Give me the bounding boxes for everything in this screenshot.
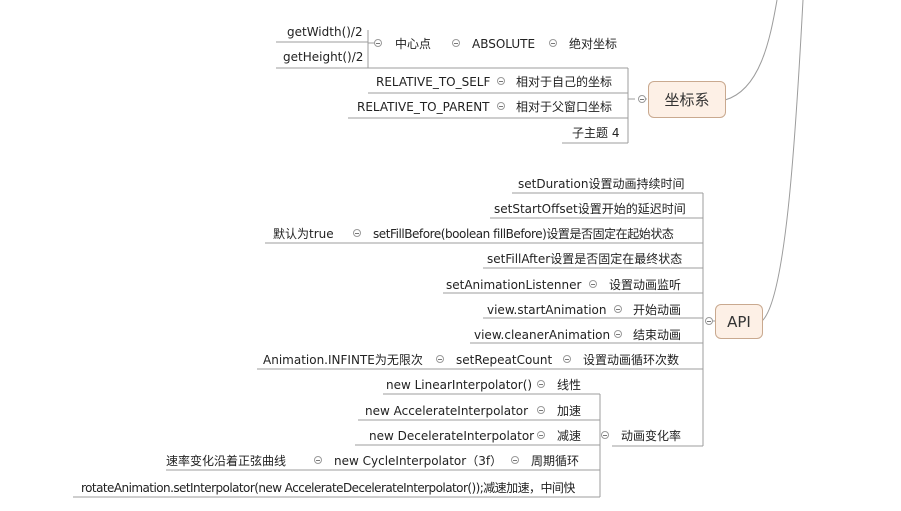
- node-center-point[interactable]: 中心点: [395, 37, 432, 51]
- topic-coordinate-system[interactable]: 坐标系: [648, 81, 726, 118]
- node-set-fill-after[interactable]: setFillAfter设置是否固定在最终状态: [487, 252, 683, 266]
- node-relative-parent-desc[interactable]: 相对于父窗口坐标: [516, 100, 613, 114]
- node-accelerate[interactable]: new AccelerateInterpolator: [365, 404, 529, 418]
- node-get-height[interactable]: getHeight()/2: [283, 50, 364, 64]
- collapse-toggle-icon[interactable]: [452, 39, 460, 47]
- node-decelerate[interactable]: new DecelerateInterpolator: [369, 429, 535, 443]
- collapse-toggle-icon[interactable]: [353, 229, 361, 237]
- node-set-repeat-count-desc[interactable]: 设置动画循环次数: [583, 353, 680, 367]
- node-cleaner-animation[interactable]: view.cleanerAnimation: [474, 328, 611, 342]
- node-set-fill-before[interactable]: setFillBefore(boolean fillBefore)设置是否固定在…: [373, 227, 674, 241]
- collapse-toggle-icon[interactable]: [601, 431, 609, 439]
- collapse-toggle-icon[interactable]: [374, 39, 382, 47]
- collapse-toggle-icon[interactable]: [614, 305, 622, 313]
- node-set-listener-desc[interactable]: 设置动画监听: [609, 278, 682, 292]
- node-set-start-offset[interactable]: setStartOffset设置开始的延迟时间: [494, 202, 686, 216]
- node-relative-self-desc[interactable]: 相对于自己的坐标: [516, 75, 613, 89]
- collapse-toggle-icon[interactable]: [638, 95, 646, 103]
- node-start-animation[interactable]: view.startAnimation: [487, 303, 607, 317]
- collapse-toggle-icon[interactable]: [511, 456, 519, 464]
- node-cycle-note[interactable]: 速率变化沿着正弦曲线: [166, 454, 287, 468]
- node-linear-desc[interactable]: 线性: [557, 378, 582, 392]
- collapse-toggle-icon[interactable]: [563, 355, 571, 363]
- node-relative-parent[interactable]: RELATIVE_TO_PARENT: [357, 100, 490, 114]
- collapse-toggle-icon[interactable]: [497, 77, 505, 85]
- node-linear[interactable]: new LinearInterpolator(): [386, 378, 533, 392]
- node-repeat-infinite[interactable]: Animation.INFINTE为无限次: [263, 353, 423, 367]
- collapse-toggle-icon[interactable]: [614, 330, 622, 338]
- node-set-repeat-count[interactable]: setRepeatCount: [456, 353, 553, 367]
- node-cycle-desc[interactable]: 周期循环: [531, 454, 580, 468]
- node-set-duration[interactable]: setDuration设置动画持续时间: [518, 177, 685, 191]
- topic-coordinate-system-label: 坐标系: [664, 91, 710, 109]
- node-get-width[interactable]: getWidth()/2: [287, 25, 363, 39]
- node-accel-decel[interactable]: rotateAnimation.setInterpolator(new Acce…: [81, 481, 575, 495]
- node-relative-self[interactable]: RELATIVE_TO_SELF: [376, 75, 491, 89]
- collapse-toggle-icon[interactable]: [705, 317, 713, 325]
- topic-api-label: API: [727, 312, 751, 331]
- collapse-toggle-icon[interactable]: [549, 39, 557, 47]
- node-cycle[interactable]: new CycleInterpolator（3f）: [334, 454, 503, 468]
- collapse-toggle-icon[interactable]: [436, 355, 444, 363]
- collapse-toggle-icon[interactable]: [314, 456, 322, 464]
- node-rate-label[interactable]: 动画变化率: [621, 429, 682, 443]
- node-accelerate-desc[interactable]: 加速: [557, 404, 582, 418]
- node-set-listener[interactable]: setAnimationListenner: [446, 278, 582, 292]
- node-decelerate-desc[interactable]: 减速: [557, 429, 582, 443]
- collapse-toggle-icon[interactable]: [537, 406, 545, 414]
- topic-api[interactable]: API: [715, 304, 763, 339]
- node-absolute[interactable]: ABSOLUTE: [472, 37, 536, 51]
- node-start-animation-desc[interactable]: 开始动画: [633, 303, 682, 317]
- node-absolute-desc[interactable]: 绝对坐标: [569, 37, 618, 51]
- node-fill-before-default[interactable]: 默认为true: [273, 227, 334, 241]
- collapse-toggle-icon[interactable]: [537, 380, 545, 388]
- collapse-toggle-icon[interactable]: [589, 280, 597, 288]
- collapse-toggle-icon[interactable]: [497, 102, 505, 110]
- node-cleaner-animation-desc[interactable]: 结束动画: [633, 328, 682, 342]
- node-subtopic-4[interactable]: 子主题 4: [572, 126, 620, 140]
- collapse-toggle-icon[interactable]: [537, 431, 545, 439]
